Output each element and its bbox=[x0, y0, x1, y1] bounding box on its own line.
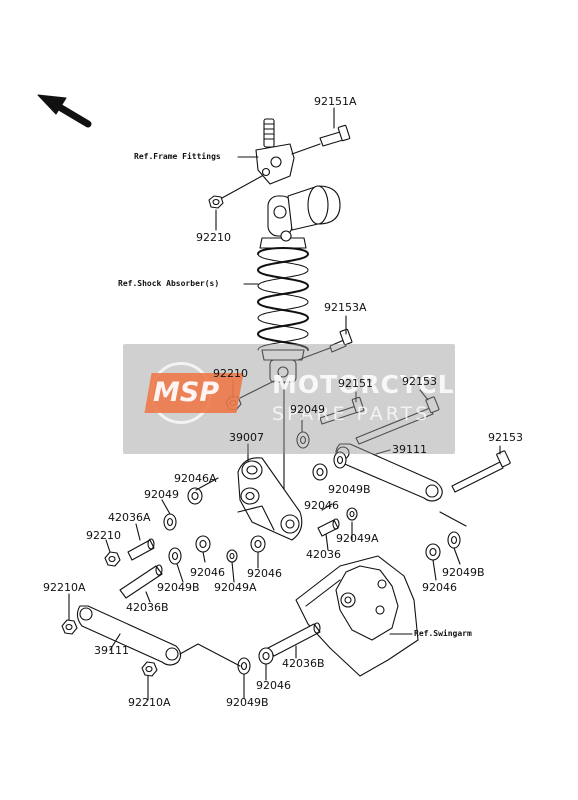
washer-92049B-right bbox=[447, 531, 461, 549]
part-label-92049B-left: 92049B bbox=[157, 581, 200, 594]
part-label-92210A-bottom: 92210A bbox=[128, 696, 171, 709]
bushing-92046-center bbox=[250, 535, 266, 553]
part-label-92153-upper: 92153 bbox=[402, 375, 437, 388]
nut-92210-small bbox=[104, 551, 121, 567]
bolt-92153A bbox=[329, 328, 353, 353]
bolt-92151 bbox=[319, 396, 365, 425]
link-rod-39111-right bbox=[335, 443, 443, 502]
part-label-92049-top: 92049 bbox=[290, 403, 325, 416]
bushing-92046-mid bbox=[195, 535, 211, 553]
part-label-39007: 39007 bbox=[229, 431, 264, 444]
watermark-title: MOTORCYCLE bbox=[272, 370, 473, 399]
part-label-39111-left: 39111 bbox=[94, 644, 129, 657]
collar-42036A bbox=[127, 538, 155, 561]
part-label-42036B-bottom: 42036B bbox=[282, 657, 325, 670]
washer-92049B-left bbox=[168, 547, 182, 565]
collar-42036B-bottom bbox=[267, 622, 321, 657]
part-label-92210-mid: 92210 bbox=[213, 367, 248, 380]
frame-fitting-bracket bbox=[255, 118, 295, 185]
part-label-92046-mid: 92046 bbox=[304, 499, 339, 512]
part-label-92046-center: 92046 bbox=[190, 566, 225, 579]
watermark-subtitle: SPARE PARTS bbox=[272, 403, 431, 425]
bolt-92153-upper bbox=[355, 396, 440, 445]
bushing-92046-bottom bbox=[258, 647, 274, 665]
collar-42036B-left bbox=[119, 564, 163, 599]
rocker-arm-39007 bbox=[237, 457, 303, 541]
part-label-92210-top: 92210 bbox=[196, 231, 231, 244]
washer-92049-top bbox=[296, 431, 310, 449]
part-label-92153A: 92153A bbox=[324, 301, 367, 314]
collar-42036 bbox=[317, 518, 340, 537]
part-label-92046A: 92046A bbox=[174, 472, 217, 485]
nut-92210A-left bbox=[61, 619, 78, 635]
washer-92049-left bbox=[163, 513, 177, 531]
part-label-92049B-bottom: 92049B bbox=[226, 696, 269, 709]
washer-92049B-bottom bbox=[237, 657, 251, 675]
bolt-92153-right bbox=[451, 450, 511, 493]
ref-frame-fittings-label: Ref.Frame Fittings bbox=[134, 152, 221, 161]
part-label-42036: 42036 bbox=[306, 548, 341, 561]
part-label-92046-bottom: 92046 bbox=[256, 679, 291, 692]
bushing-92046A bbox=[187, 487, 203, 505]
direction-arrow-icon bbox=[37, 94, 92, 128]
part-label-92210A-left: 92210A bbox=[43, 581, 86, 594]
link-rod-39111-left bbox=[76, 605, 182, 666]
part-label-92049B-mid: 92049B bbox=[328, 483, 371, 496]
bolt-92151A bbox=[319, 124, 351, 147]
watermark-badge-text: MSP bbox=[153, 377, 220, 408]
ref-swingarm-label: Ref.Swingarm bbox=[414, 629, 472, 638]
washer-92049A-right bbox=[346, 507, 358, 521]
washer-92049A-bottom bbox=[226, 549, 238, 563]
washer-92049B-mid bbox=[333, 451, 347, 469]
part-label-92046-center2: 92046 bbox=[247, 567, 282, 580]
bushing-92046-right bbox=[425, 543, 441, 561]
part-label-92210-small: 92210 bbox=[86, 529, 121, 542]
part-label-92049A-right: 92049A bbox=[336, 532, 379, 545]
part-label-42036A: 42036A bbox=[108, 511, 151, 524]
part-label-92153-right: 92153 bbox=[488, 431, 523, 444]
part-label-39111-right: 39111 bbox=[392, 443, 427, 456]
nut-92210A-bottom bbox=[141, 661, 158, 677]
ref-shock-absorber-label: Ref.Shock Absorber(s) bbox=[118, 279, 220, 288]
part-label-92049-left: 92049 bbox=[144, 488, 179, 501]
bushing-92046-upper-right bbox=[312, 463, 328, 481]
part-label-42036B-left: 42036B bbox=[126, 601, 169, 614]
part-label-92151: 92151 bbox=[338, 377, 373, 390]
part-label-92046-right: 92046 bbox=[422, 581, 457, 594]
shock-absorber bbox=[257, 185, 341, 383]
nut-92210-top bbox=[208, 195, 224, 209]
part-label-92151A: 92151A bbox=[314, 95, 357, 108]
part-label-92049A-bottom: 92049A bbox=[214, 581, 257, 594]
swingarm bbox=[295, 555, 419, 677]
part-label-92049B-right: 92049B bbox=[442, 566, 485, 579]
